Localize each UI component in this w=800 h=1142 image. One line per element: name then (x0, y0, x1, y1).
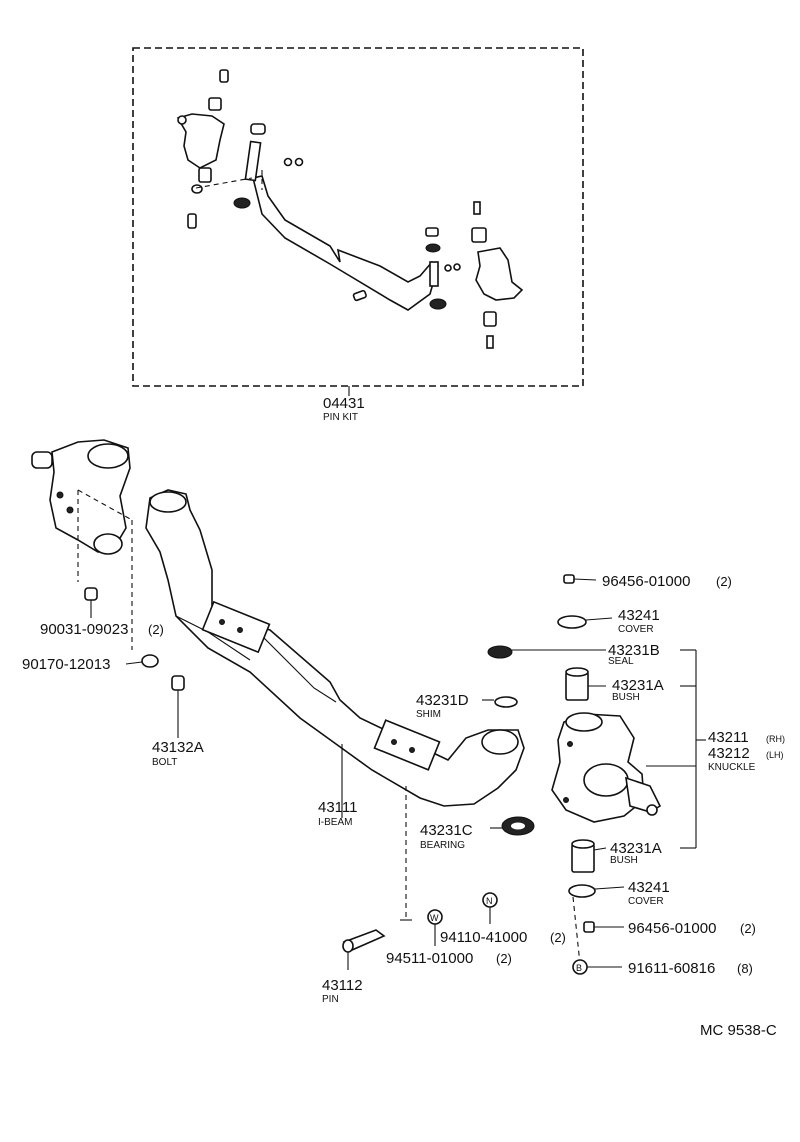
plug-number: 90031-09023 (40, 621, 128, 638)
knuckle-number-rh: 43211 (708, 729, 749, 746)
pin-kit-number: 04431 (323, 395, 365, 412)
bush-bottom-number: 43231A (610, 840, 662, 857)
cover-top-name: COVER (618, 624, 654, 635)
washer-w-number: 94511-01000 (386, 950, 473, 967)
washer-w-marker: W (430, 913, 439, 923)
shim-number: 43231D (416, 692, 469, 709)
knuckle-suffix-lh: (LH) (766, 750, 784, 760)
pin (342, 929, 386, 970)
grease-fitting-bottom-qty: (2) (740, 921, 756, 936)
bolt-b-number: 91611-60816 (628, 960, 715, 977)
grease-fitting-top-qty: (2) (716, 574, 732, 589)
bush-bottom-name: BUSH (610, 855, 638, 866)
bearing-name: BEARING (420, 840, 465, 851)
nut-n-qty: (2) (550, 930, 566, 945)
grease-fitting-bottom (583, 921, 624, 933)
mini-axle-beam (252, 175, 439, 311)
cover-top (557, 615, 613, 629)
knuckle-number-lh: 43212 (708, 745, 750, 762)
bearing (490, 816, 535, 836)
knuckle-bracket (646, 650, 706, 848)
seal (487, 645, 606, 659)
nut-n-marker: N (486, 896, 493, 906)
cover-bottom-name: COVER (628, 896, 664, 907)
pin-name: PIN (322, 994, 339, 1005)
nut-n: N (482, 892, 498, 924)
diagram-code: MC 9538-C (700, 1022, 777, 1039)
mini-left-knuckle (176, 113, 225, 169)
bolt-name: BOLT (152, 757, 177, 768)
ibeam-name: I-BEAM (318, 817, 352, 828)
left-knuckle-assembly (31, 439, 133, 650)
washer-w: W (427, 909, 443, 946)
bolt-number: 43132A (152, 739, 204, 756)
cover-bottom-number: 43241 (628, 879, 670, 896)
right-knuckle-drawing (551, 712, 662, 823)
plug (84, 587, 98, 618)
bolt-b: B (572, 959, 622, 975)
bush-top (565, 667, 606, 701)
bolt-b-qty: (8) (737, 961, 753, 976)
i-beam-drawing (145, 489, 525, 921)
grease-fitting-top-number: 96456-01000 (602, 573, 690, 590)
nut-n-number: 94110-41000 (440, 929, 527, 946)
pin-kit-box: 04431 PIN KIT (132, 47, 584, 423)
pin-number: 43112 (322, 977, 363, 994)
bolt (171, 675, 185, 738)
bush-top-number: 43231A (612, 677, 664, 694)
cover-bottom (568, 884, 625, 965)
cover-top-number: 43241 (618, 607, 660, 624)
nut-number: 90170-12013 (22, 656, 110, 673)
washer-w-qty: (2) (496, 951, 512, 966)
shim-name: SHIM (416, 709, 441, 720)
grease-fitting-top (563, 574, 597, 584)
shim (482, 696, 518, 708)
seal-number: 43231B (608, 642, 660, 659)
bush-top-name: BUSH (612, 692, 640, 703)
bolt-b-marker: B (576, 963, 582, 973)
knuckle-suffix-rh: (RH) (766, 734, 785, 744)
seal-name: SEAL (608, 656, 634, 667)
plug-qty: (2) (148, 622, 164, 637)
knuckle-name: KNUCKLE (708, 762, 756, 773)
nut (125, 654, 159, 668)
bush-bottom (571, 839, 607, 873)
ibeam-number: 43111 (318, 799, 358, 816)
pin-kit-name: PIN KIT (323, 412, 358, 423)
grease-fitting-bottom-number: 96456-01000 (628, 920, 716, 937)
bearing-number: 43231C (420, 822, 473, 839)
mini-right-knuckle (475, 247, 524, 301)
